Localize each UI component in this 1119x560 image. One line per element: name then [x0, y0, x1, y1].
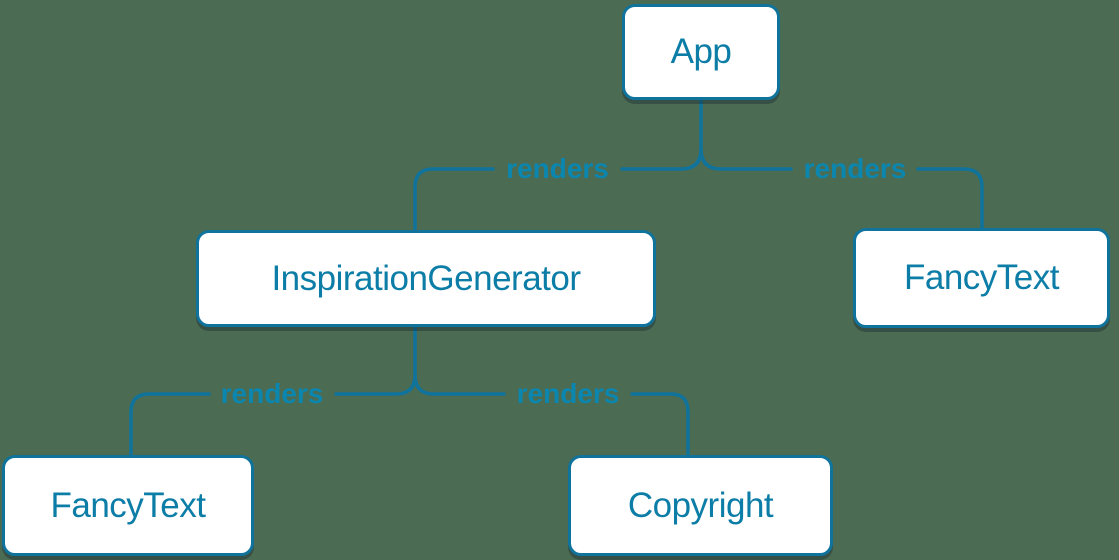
- edge-label-renders-ig-copyright: renders: [516, 378, 620, 409]
- edge-app-to-fancytext: [699, 147, 984, 230]
- node-fancy-text-top: FancyText: [853, 228, 1110, 328]
- node-app-label: App: [670, 32, 732, 71]
- node-inspiration-generator-label: InspirationGenerator: [271, 258, 581, 298]
- node-fancy-text-bottom-label: FancyText: [50, 485, 207, 525]
- node-fancy-text-bottom: FancyText: [2, 455, 254, 556]
- node-copyright-label: Copyright: [627, 485, 774, 525]
- node-app: App: [622, 4, 780, 100]
- node-copyright: Copyright: [568, 455, 833, 556]
- edge-label-renders-app-fancytext: renders: [803, 153, 907, 184]
- edge-label-renders-ig-fancytext: renders: [220, 378, 324, 409]
- node-fancy-text-top-label: FancyText: [904, 258, 1060, 297]
- edge-inspirationgenerator-to-copyright: [413, 373, 690, 457]
- node-inspiration-generator: InspirationGenerator: [196, 230, 656, 327]
- edge-label-renders-app-ig: renders: [506, 153, 609, 184]
